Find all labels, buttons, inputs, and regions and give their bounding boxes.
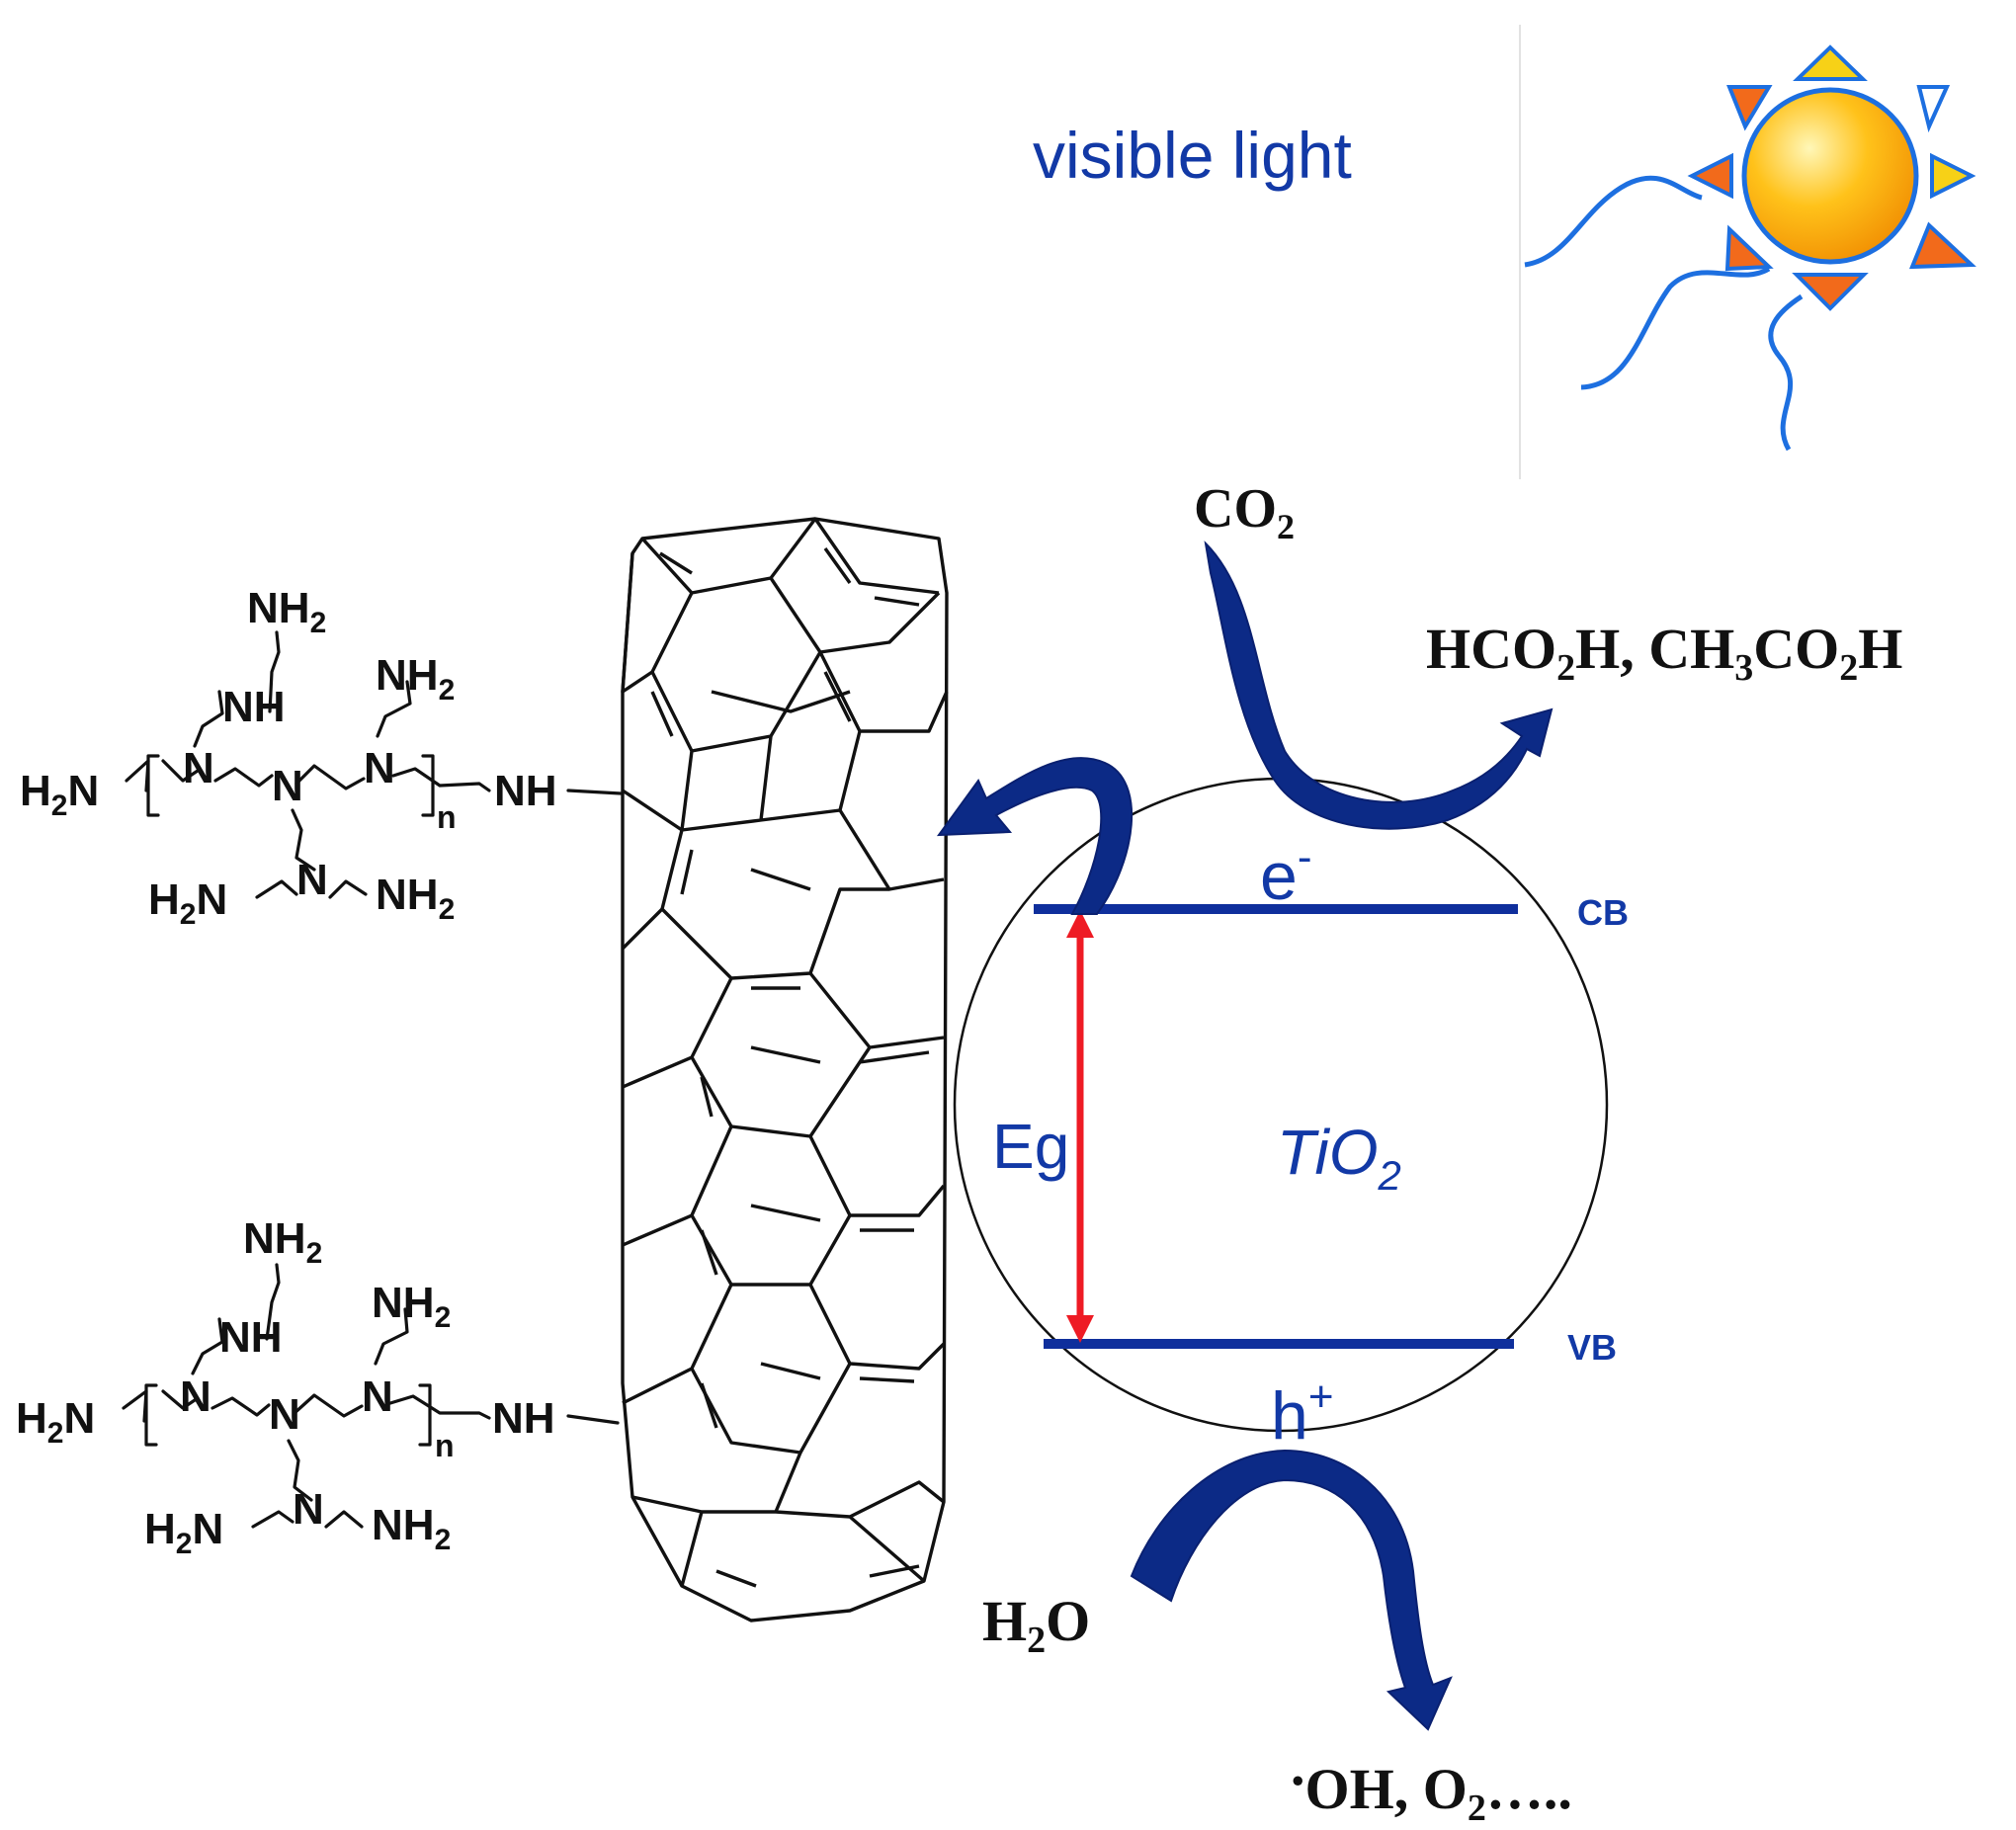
tertiary-n: N [180, 1372, 211, 1421]
tertiary-n: N [364, 744, 395, 792]
carbon-nanotube [621, 517, 949, 1622]
h2o-subscript: 2 [1027, 1620, 1046, 1661]
hex-back [711, 690, 851, 1380]
reduction-products-label: HCO2H, CH3CO2H [1426, 617, 1902, 689]
sun-disk [1741, 87, 1919, 265]
linker-nh: NH [494, 767, 557, 815]
h2n-terminal: H2N [148, 875, 227, 931]
sun-ray [1793, 44, 1868, 81]
product-part: HCO [1426, 617, 1556, 681]
polymer-chain-top: NH2 NH NH2 H2N N N N n NH H2N N NH2 [20, 584, 623, 931]
nanotube-outline [621, 517, 949, 1622]
oxidation-product-subscript: 2 [1468, 1788, 1486, 1829]
terminal-nh2: NH2 [372, 1279, 451, 1334]
visible-light-label: visible light [1033, 119, 1352, 192]
light-wave-2 [1580, 266, 1771, 390]
valence-band-label: VB [1567, 1327, 1617, 1368]
linker-nh: NH [492, 1394, 555, 1443]
curved-arrow [1130, 1449, 1453, 1731]
h2o-part: H [982, 1589, 1027, 1653]
sun-ray [1724, 224, 1774, 272]
product-subscript: 3 [1734, 647, 1753, 689]
sun-ray [1687, 152, 1733, 200]
secondary-nh: NH [222, 683, 286, 731]
hole-label: h+ [1271, 1372, 1334, 1454]
sun-ray [1908, 221, 1976, 270]
electron-symbol: e [1260, 839, 1298, 914]
product-subscript: 2 [1556, 647, 1575, 689]
curved-arrow [936, 757, 1134, 915]
product-part: CO [1753, 617, 1839, 681]
hex-row [622, 1125, 946, 1287]
sun-ray [1930, 152, 1976, 200]
repeat-bracket-right [421, 754, 435, 817]
product-subscript: 2 [1839, 647, 1858, 689]
h2n-terminal: H2N [20, 767, 99, 822]
sun-ray [1916, 85, 1951, 133]
sun-ray [1726, 85, 1773, 131]
oxidation-product-part: OH, O [1305, 1757, 1468, 1821]
hex-row [622, 735, 945, 980]
electron-label: e- [1260, 833, 1311, 914]
sun-icon [1524, 44, 1976, 452]
band-gap-label: Eg [992, 1111, 1069, 1182]
co2-reduction-arrow [1204, 541, 1554, 830]
repeat-bracket-right [418, 1383, 432, 1447]
hole-symbol: h [1271, 1378, 1308, 1454]
double-bonds [650, 547, 930, 1588]
product-part: H, CH [1575, 617, 1734, 681]
hex-row [621, 907, 945, 1138]
tertiary-n: N [293, 1485, 324, 1534]
polymer-chain-bottom: NH2 NH NH2 H2N N N N n NH H2N N NH2 [16, 1214, 620, 1560]
oxidation-products-label: .OH, O2….. [1291, 1733, 1572, 1829]
electron-transfer-arrow [936, 757, 1134, 915]
conduction-band-label: CB [1577, 892, 1629, 933]
co2-subscript: 2 [1277, 507, 1295, 546]
h2o-reactant-label: H2O [982, 1589, 1090, 1661]
tertiary-n: N [296, 856, 328, 904]
tertiary-n: N [269, 1390, 300, 1439]
light-wave-1 [1524, 175, 1703, 268]
hex-row [640, 517, 941, 673]
terminal-nh2: NH2 [247, 584, 326, 639]
tio2-subscript: 2 [1378, 1152, 1401, 1199]
sun-ray [1792, 273, 1869, 311]
terminal-nh2: NH2 [243, 1214, 322, 1270]
co2-text: CO [1194, 478, 1277, 540]
h2o-part: O [1046, 1589, 1090, 1653]
product-part: H [1858, 617, 1902, 681]
tio2-particle: Eg TiO2 e- h+ CB VB [953, 777, 1629, 1454]
tio2-label: TiO2 [1277, 1117, 1401, 1199]
tio2-name: TiO [1277, 1117, 1379, 1188]
terminal-nh2: NH2 [376, 651, 455, 707]
radical-dot: . [1291, 1733, 1305, 1797]
terminal-nh2: NH2 [372, 1501, 451, 1556]
repeat-bracket-left [144, 1383, 158, 1447]
terminal-nh2: NH2 [376, 871, 455, 926]
oxidation-product-part: ….. [1486, 1757, 1572, 1821]
repeat-index: n [437, 799, 457, 835]
double-bond [650, 547, 930, 1588]
nanotube-hexagon-lattice [621, 517, 949, 1587]
curved-arrow [1204, 541, 1554, 830]
repeat-index: n [435, 1428, 455, 1463]
h2n-terminal: H2N [16, 1394, 95, 1450]
tertiary-n: N [362, 1372, 393, 1421]
light-wave-3 [1768, 293, 1804, 452]
hex-row [621, 552, 949, 831]
repeat-bracket-left [146, 754, 160, 817]
hole-charge: + [1308, 1372, 1334, 1421]
tertiary-n: N [272, 762, 303, 810]
co2-reactant-label: CO2 [1194, 478, 1295, 546]
water-oxidation-arrow [1130, 1449, 1453, 1731]
tertiary-n: N [183, 744, 214, 792]
hex-row [631, 1452, 946, 1587]
h2n-terminal: H2N [144, 1505, 223, 1560]
electron-charge: - [1298, 833, 1312, 881]
secondary-nh: NH [219, 1313, 283, 1362]
hex-row [622, 1284, 946, 1455]
